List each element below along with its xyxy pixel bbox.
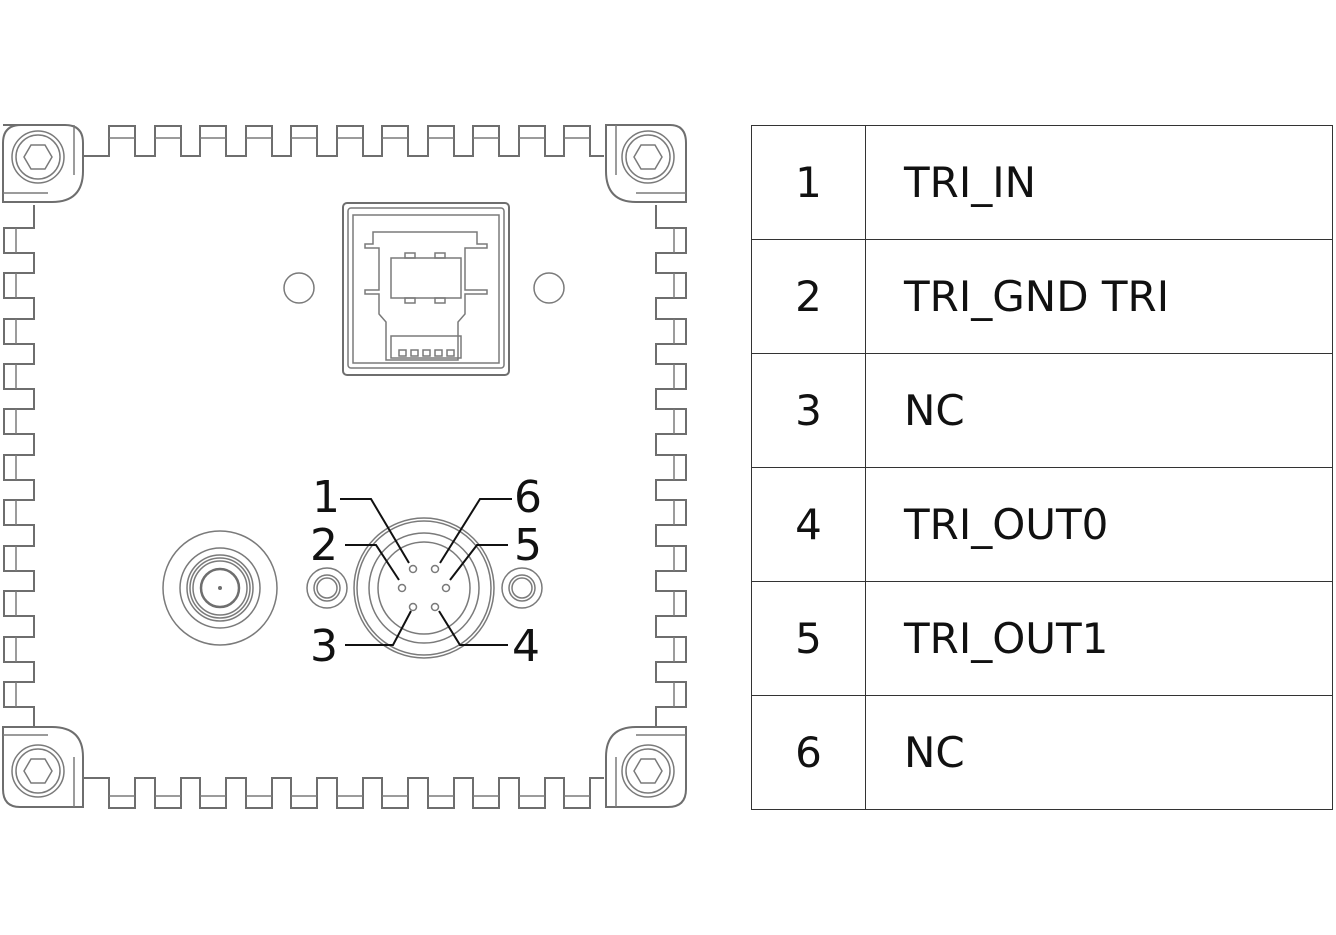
pin-label-5: 5 [514, 520, 542, 571]
hex-socket-icon [633, 144, 663, 170]
usb-contacts [398, 349, 455, 357]
table-row: 6 NC [751, 695, 1333, 810]
sma-connector [162, 530, 278, 646]
housing-outline [3, 125, 687, 809]
table-row: 3 NC [751, 353, 1333, 468]
led-hole-left [306, 567, 348, 609]
pin-number-cell: 4 [751, 467, 866, 582]
pin-number-cell: 1 [751, 125, 866, 240]
pin-5 [441, 583, 451, 593]
pinout-table: 1 TRI_IN 2 TRI_GND TRI 3 NC 4 TRI_OUT0 5… [751, 125, 1333, 810]
heatsink-fins [15, 137, 675, 797]
table-row: 2 TRI_GND TRI [751, 239, 1333, 354]
pin-4 [430, 602, 440, 612]
table-row: 1 TRI_IN [751, 125, 1333, 240]
table-row: 4 TRI_OUT0 [751, 467, 1333, 582]
hex-socket-icon [23, 758, 53, 784]
pin-label-2: 2 [310, 520, 338, 571]
screw-hole-left [283, 272, 315, 304]
pin-number-cell: 5 [751, 581, 866, 696]
signal-name-cell: TRI_IN [865, 125, 1333, 240]
pin-1 [408, 564, 418, 574]
signal-name-cell: TRI_GND TRI [865, 239, 1333, 354]
pin-number-cell: 6 [751, 695, 866, 810]
pin-leader-lines [340, 498, 512, 646]
signal-name-cell: NC [865, 695, 1333, 810]
pin-label-4: 4 [512, 621, 540, 672]
signal-name-cell: TRI_OUT1 [865, 581, 1333, 696]
mounting-screw-top-right [605, 124, 687, 203]
pin-number-cell: 3 [751, 353, 866, 468]
hex-socket-icon [633, 758, 663, 784]
pin-3 [408, 602, 418, 612]
pin-label-1: 1 [312, 472, 340, 523]
pin-number-cell: 2 [751, 239, 866, 354]
signal-name-cell: TRI_OUT0 [865, 467, 1333, 582]
mounting-screw-bottom-right [605, 726, 687, 808]
io-connector-6pin [353, 517, 495, 659]
usb-port [342, 202, 510, 376]
table-row: 5 TRI_OUT1 [751, 581, 1333, 696]
pin-label-6: 6 [514, 472, 542, 523]
pin-label-3: 3 [310, 621, 338, 672]
mounting-screw-top-left [2, 124, 84, 203]
screw-hole-right [533, 272, 565, 304]
pin-6 [430, 564, 440, 574]
hex-socket-icon [23, 144, 53, 170]
pin-2 [397, 583, 407, 593]
signal-name-cell: NC [865, 353, 1333, 468]
led-hole-right [501, 567, 543, 609]
mounting-screw-bottom-left [2, 726, 84, 808]
